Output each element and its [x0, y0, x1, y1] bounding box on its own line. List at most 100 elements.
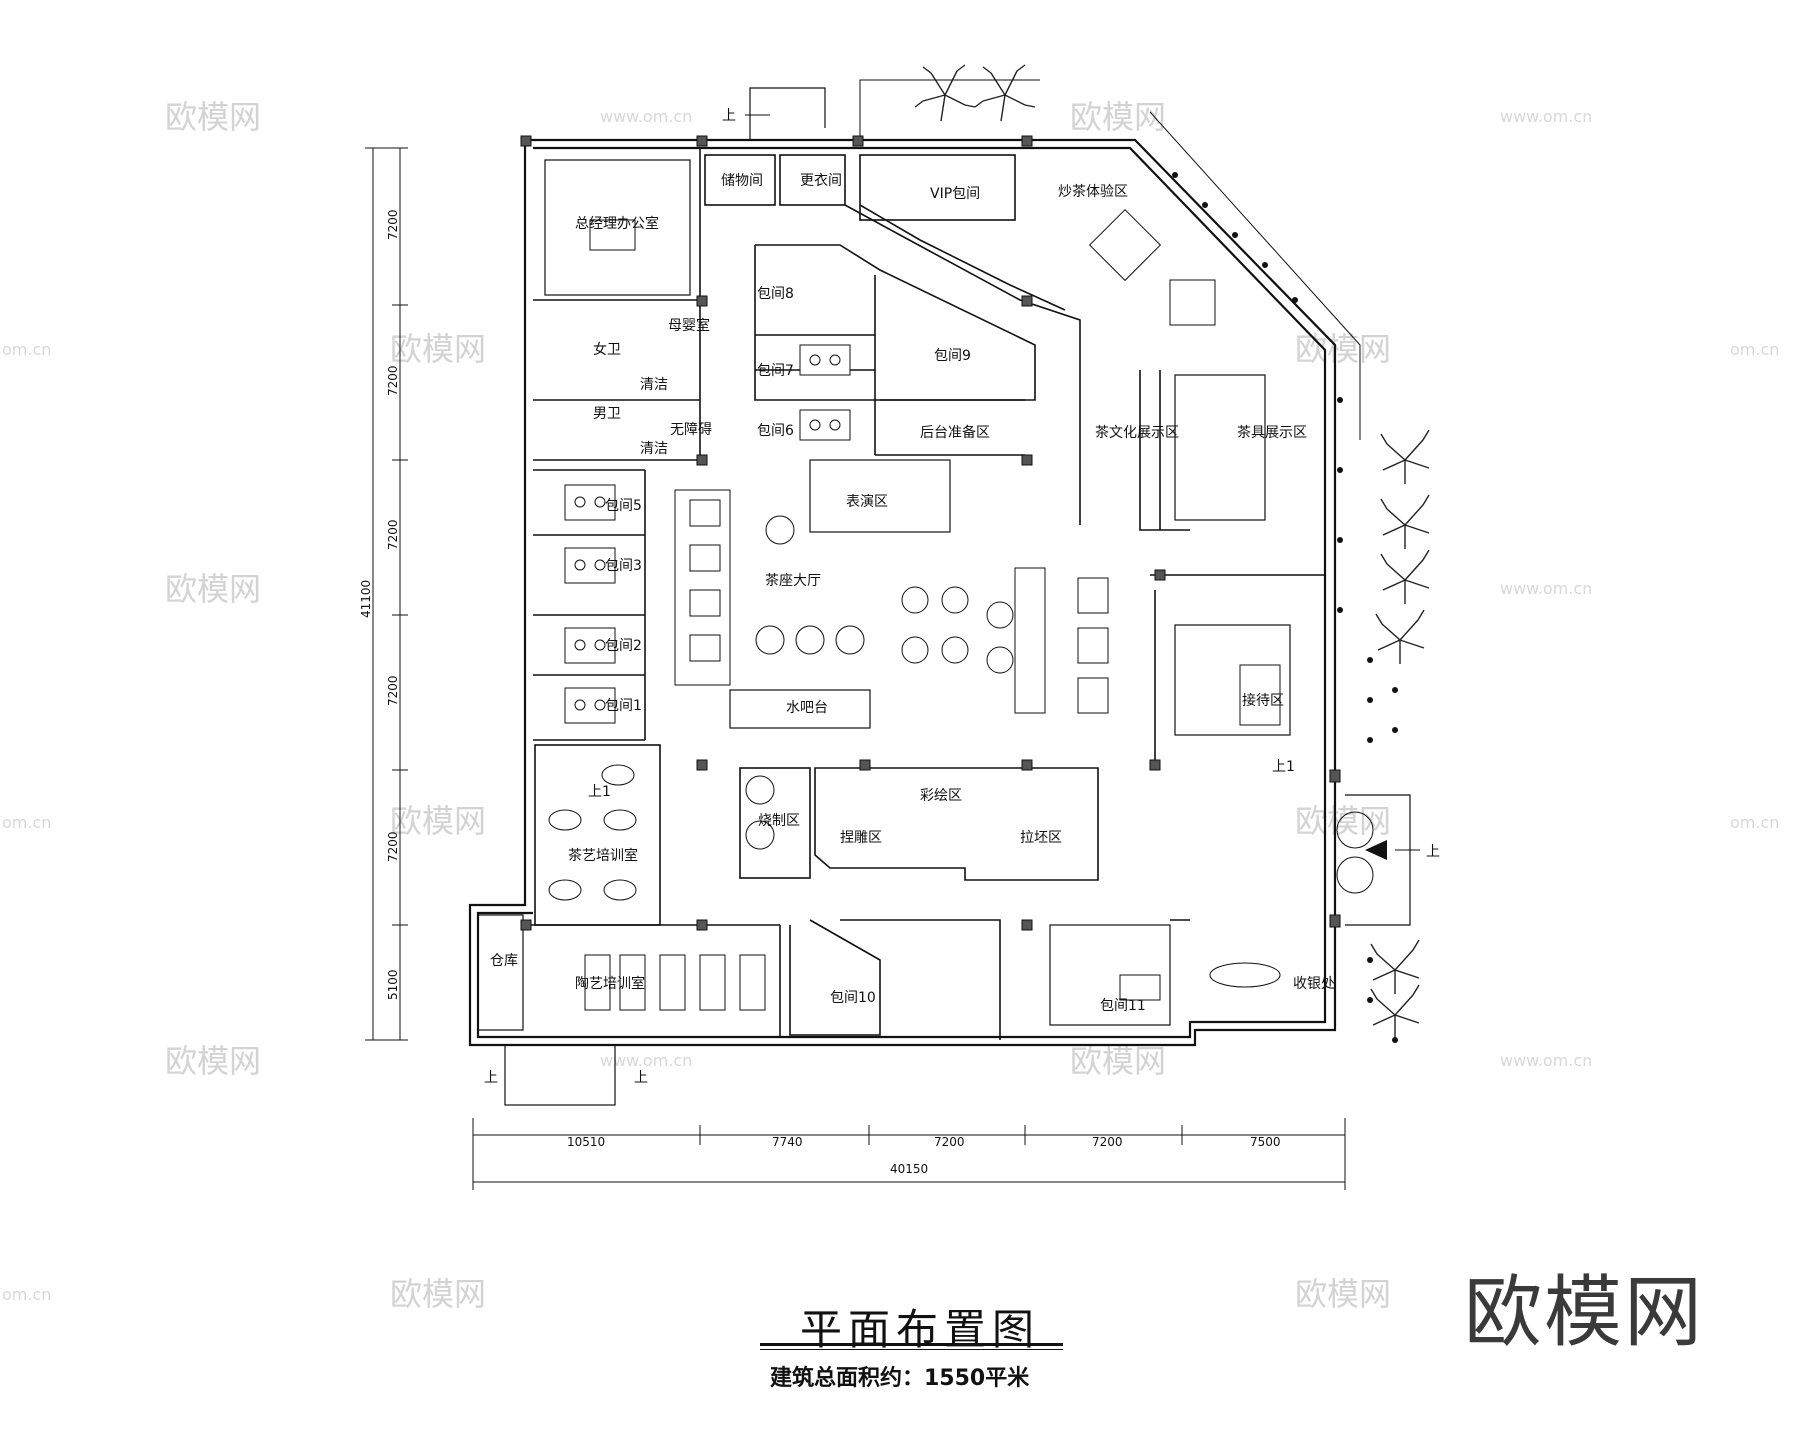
room-label: 陶艺培训室 — [575, 975, 645, 992]
room-label: 女卫 — [593, 341, 621, 358]
title-underline — [760, 1349, 1063, 1350]
stair-up-label: 上 — [722, 108, 736, 124]
room-label: 清洁 — [640, 441, 668, 457]
room-label: 表演区 — [846, 494, 888, 510]
dimension-left — [365, 147, 408, 1041]
dimension-total: 41100 — [359, 580, 373, 618]
dimension-label: 7200 — [386, 675, 400, 706]
room-label: 总经理办公室 — [575, 215, 659, 232]
dimension-label: 7200 — [386, 831, 400, 862]
watermark-url: om.cn — [2, 340, 51, 359]
dimension-label: 7200 — [386, 209, 400, 240]
tree-icon — [1380, 494, 1430, 549]
tree-icon — [1370, 939, 1420, 994]
room-label: 上1 — [588, 784, 611, 800]
watermark-url: www.om.cn — [1500, 1051, 1592, 1070]
stair-up-label: 上 — [634, 1070, 648, 1086]
room-label: 茶艺培训室 — [568, 847, 638, 864]
arrow-icon — [1365, 840, 1387, 860]
tree-icon — [974, 64, 1036, 122]
watermark: 欧模网 — [1070, 98, 1166, 136]
dimension-total: 40150 — [890, 1162, 928, 1176]
room-label: 包间5 — [605, 498, 642, 514]
room-label: 拉坯区 — [1020, 830, 1062, 846]
room-label: 包间8 — [757, 286, 794, 302]
dining-set-icon — [589, 219, 636, 251]
dining-set-icon — [564, 484, 616, 521]
room-label: 母婴室 — [668, 317, 710, 334]
room-label: 包间9 — [934, 348, 971, 364]
stairs: 上 上 上 上 — [484, 108, 1440, 1086]
watermark-url: www.om.cn — [1500, 107, 1592, 126]
tree-icon — [1380, 429, 1430, 484]
drawing-subtitle: 建筑总面积约：1550平米 — [770, 1366, 1030, 1391]
watermark: 欧模网 — [1295, 802, 1391, 840]
watermark-url: www.om.cn — [600, 1051, 692, 1070]
dining-set-icon — [799, 409, 851, 441]
dimension-bottom-labels: 10510 7740 7200 7200 7500 40150 — [567, 1135, 1281, 1176]
dimension-label: 7740 — [772, 1135, 803, 1149]
tree-icon — [1375, 609, 1425, 664]
tree-icon — [914, 64, 976, 122]
dining-set-icon — [564, 547, 616, 584]
watermark: 欧模网 — [390, 802, 486, 840]
tree-icon — [1380, 549, 1430, 604]
stair-up-label: 上 — [1426, 844, 1440, 860]
watermark-layer: 欧模网 www.om.cn 欧模网 www.om.cn om.cn 欧模网 欧模… — [2, 98, 1779, 1313]
room-label: 包间10 — [830, 990, 876, 1006]
tree-icon — [1370, 984, 1420, 1039]
dimension-label: 7200 — [386, 519, 400, 550]
brand-watermark: 欧模网 — [1464, 1268, 1705, 1358]
room-label: 茶文化展示区 — [1095, 425, 1179, 441]
room-label: 烧制区 — [758, 813, 800, 829]
room-label: 储物间 — [721, 173, 763, 189]
watermark: 欧模网 — [1295, 330, 1391, 368]
furniture — [548, 208, 1374, 1011]
dining-set-icon — [564, 687, 616, 724]
room-label: 仓库 — [490, 953, 518, 969]
drawing-title: 平面布置图 — [800, 1305, 1041, 1354]
room-label: 炒茶体验区 — [1058, 184, 1128, 200]
dining-set-icon — [1077, 577, 1109, 714]
watermark: 欧模网 — [390, 330, 486, 368]
stair-up-label: 上 — [484, 1070, 498, 1086]
room-label: 后台准备区 — [920, 424, 990, 441]
room-label: VIP包间 — [930, 186, 980, 202]
dimension-bottom — [472, 1118, 1346, 1190]
room-label: 清洁 — [640, 377, 668, 393]
watermark-url: om.cn — [2, 1285, 51, 1304]
interior-walls — [477, 148, 1325, 1040]
watermark: 欧模网 — [390, 1275, 486, 1313]
dining-set-icon — [564, 627, 616, 664]
dimension-label: 7200 — [1092, 1135, 1123, 1149]
room-label: 捏雕区 — [840, 830, 882, 846]
room-label: 包间3 — [605, 558, 642, 574]
dimension-label: 7200 — [934, 1135, 965, 1149]
dimension-label: 7200 — [386, 365, 400, 396]
watermark-url: www.om.cn — [1500, 579, 1592, 598]
room-label: 包间7 — [757, 363, 794, 379]
glazing-markers — [1172, 172, 1398, 1043]
watermark-url: om.cn — [1730, 340, 1779, 359]
watermark: 欧模网 — [165, 1042, 261, 1080]
room-label: 茶具展示区 — [1237, 425, 1307, 441]
room-label: 男卫 — [593, 406, 621, 422]
dining-set-icon — [1119, 974, 1161, 1001]
watermark: 欧模网 — [165, 570, 261, 608]
room-label: 包间2 — [605, 638, 642, 654]
room-label: 接待区 — [1242, 692, 1284, 709]
dimension-label: 7500 — [1250, 1135, 1281, 1149]
structural-columns — [520, 135, 1341, 931]
room-label: 收银处 — [1293, 976, 1335, 992]
room-label: 彩绘区 — [920, 788, 962, 804]
dimension-label: 10510 — [567, 1135, 605, 1149]
landscape-trees — [914, 64, 1430, 1039]
watermark: 欧模网 — [1070, 1042, 1166, 1080]
dining-set-icon — [799, 344, 851, 376]
watermark: 欧模网 — [1295, 1275, 1391, 1313]
watermark-url: www.om.cn — [600, 107, 692, 126]
watermark-url: om.cn — [1730, 813, 1779, 832]
title-underline — [760, 1343, 1063, 1346]
room-label: 茶座大厅 — [765, 573, 821, 589]
